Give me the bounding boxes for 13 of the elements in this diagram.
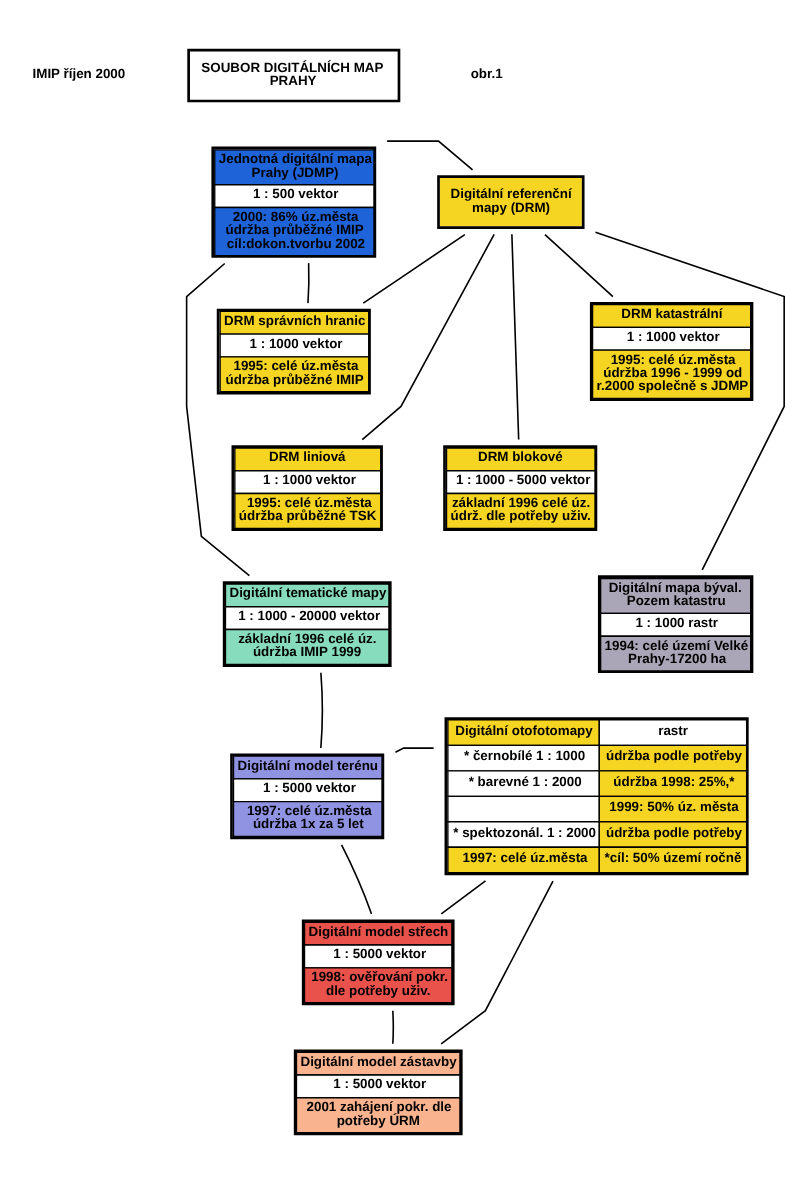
connector	[307, 261, 310, 303]
connector	[185, 261, 251, 576]
connector	[511, 232, 520, 440]
connector	[544, 232, 614, 297]
connector	[392, 1009, 395, 1044]
connector	[361, 232, 495, 440]
connector	[340, 843, 373, 914]
connector	[320, 670, 324, 748]
connector	[362, 232, 466, 303]
connector	[440, 879, 487, 914]
connector	[394, 746, 435, 752]
connector	[386, 139, 474, 170]
connector	[440, 879, 554, 1044]
